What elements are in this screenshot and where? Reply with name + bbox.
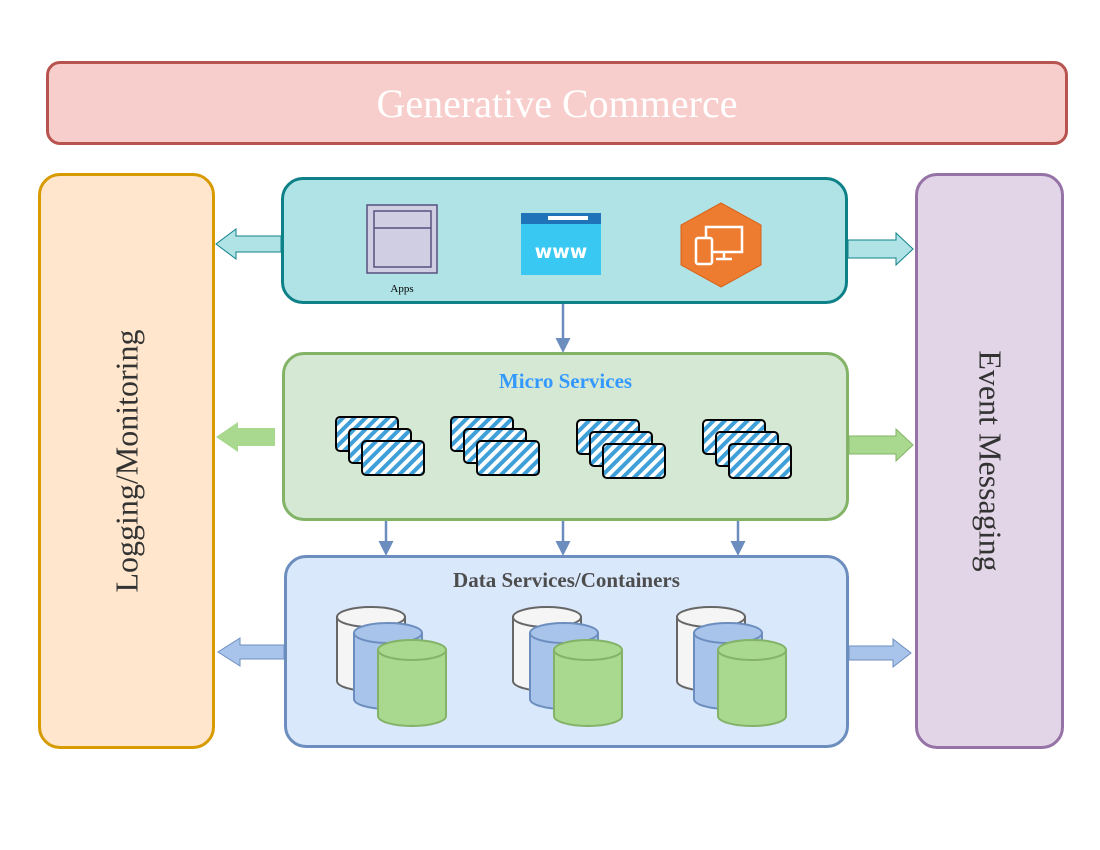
arrow-clients-to-logging xyxy=(215,228,282,260)
service-card xyxy=(361,440,425,476)
arrow-clients-to-messaging xyxy=(847,231,914,267)
micro-service-stack xyxy=(702,419,792,479)
database-stack xyxy=(512,606,623,727)
arrow-micro-to-logging xyxy=(216,422,275,452)
service-card xyxy=(476,440,540,476)
database-stack xyxy=(676,606,787,727)
banner-title: Generative Commerce xyxy=(376,80,738,126)
multi-device-icon xyxy=(680,202,762,288)
database-icon xyxy=(717,639,787,727)
logging-monitoring-panel: Logging/Monitoring xyxy=(38,173,215,749)
database-stack xyxy=(336,606,447,727)
database-icon xyxy=(553,639,623,727)
micro-service-stack xyxy=(335,416,425,476)
data-services-title: Data Services/Containers xyxy=(453,568,680,592)
event-messaging-panel: Event Messaging xyxy=(915,173,1064,749)
arrow-data-to-logging xyxy=(217,637,285,667)
arrow-micro-to-messaging xyxy=(848,427,914,463)
micro-service-stack xyxy=(576,419,666,479)
www-browser-icon: www xyxy=(521,213,601,275)
micro-service-stack xyxy=(450,416,540,476)
database-icon xyxy=(377,639,447,727)
service-card xyxy=(728,443,792,479)
service-card xyxy=(602,443,666,479)
database-stacks xyxy=(336,606,787,727)
generative-commerce-banner: Generative Commerce xyxy=(46,61,1068,145)
arrow-data-to-messaging xyxy=(848,637,912,669)
www-glyph: www xyxy=(535,241,588,263)
apps-window-icon xyxy=(366,204,438,274)
micro-service-stacks xyxy=(335,416,792,479)
micro-services-title: Micro Services xyxy=(498,369,633,393)
apps-label: Apps xyxy=(390,283,413,295)
